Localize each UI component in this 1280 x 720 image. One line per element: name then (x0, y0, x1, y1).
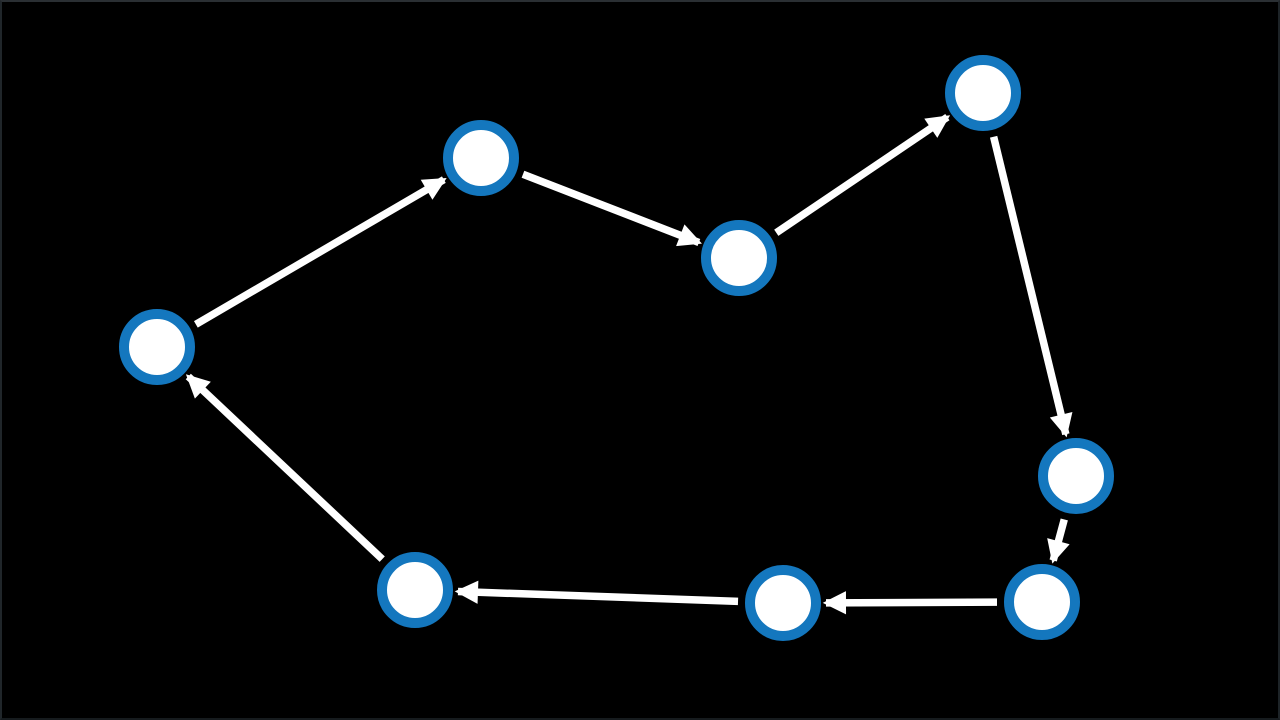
node-upper-mid (443, 120, 519, 196)
edge-arrow-node-bottom-right-to-node-bottom-mid (822, 591, 998, 615)
edge-arrow-node-mid-to-node-top-right (774, 113, 951, 236)
node-left (119, 309, 195, 385)
edge-arrow-node-bottom-left-to-node-left (185, 373, 385, 562)
edge-arrow-node-top-right-to-node-right (989, 135, 1073, 438)
edge-arrow-node-bottom-mid-to-node-bottom-left (454, 580, 739, 606)
edge-arrow-node-left-to-node-upper-mid (193, 176, 447, 328)
edge-arrow-node-right-to-node-bottom-right (1047, 518, 1070, 564)
nodes-layer (119, 55, 1114, 641)
edges-layer (185, 113, 1073, 615)
node-mid (701, 220, 777, 296)
node-bottom-mid (745, 565, 821, 641)
node-right (1038, 438, 1114, 514)
node-bottom-right (1004, 564, 1080, 640)
edge-arrow-node-upper-mid-to-node-mid (521, 170, 702, 247)
node-top-right (945, 55, 1021, 131)
node-bottom-left (377, 552, 453, 628)
